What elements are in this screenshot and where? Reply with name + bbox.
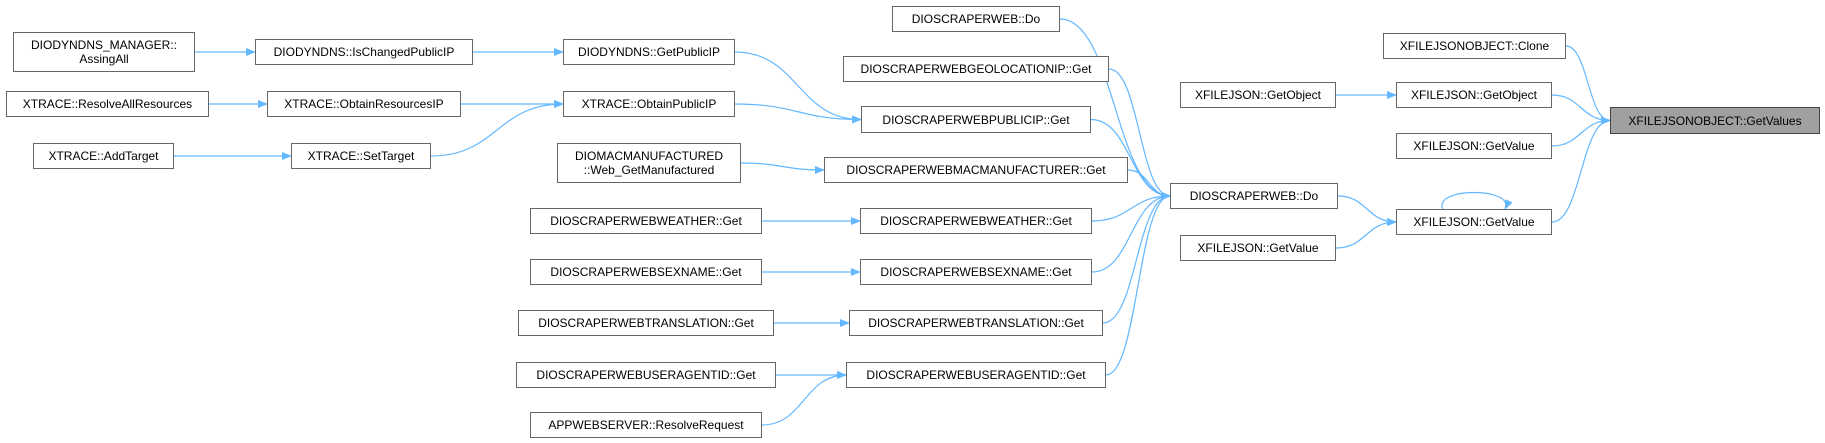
node-label: DIOSCRAPERWEBUSERAGENTID::Get [866, 368, 1086, 382]
call-edge [1105, 192, 1171, 376]
node-label: XTRACE::ObtainPublicIP [581, 97, 717, 111]
caller-node-xtrace-resolveallresources[interactable]: XTRACE::ResolveAllResources [6, 91, 209, 117]
node-label: DIOSCRAPERWEBMACMANUFACTURER::Get [846, 163, 1106, 177]
node-label: DIOSCRAPERWEBGEOLOCATIONIP::Get [860, 62, 1092, 76]
node-label: XTRACE::ResolveAllResources [22, 97, 193, 111]
call-edge [1091, 192, 1171, 222]
caller-node-appwebserver-resolverequest[interactable]: APPWEBSERVER::ResolveRequest [530, 412, 762, 438]
node-label: DIOSCRAPERWEBTRANSLATION::Get [538, 316, 754, 330]
call-edge [1127, 169, 1171, 200]
caller-node-dioscraperwebtranslation-get[interactable]: DIOSCRAPERWEBTRANSLATION::Get [849, 310, 1103, 336]
caller-node-xfilejsonobject-clone[interactable]: XFILEJSONOBJECT::Clone [1383, 33, 1566, 59]
call-edge [1102, 192, 1171, 324]
caller-node-xfilejson-getobject[interactable]: XFILEJSON::GetObject [1396, 82, 1552, 108]
caller-node-xtrace-addtarget[interactable]: XTRACE::AddTarget [33, 143, 174, 169]
node-label: XFILEJSON::GetObject [1410, 88, 1538, 102]
node-label-line-1: DIODYNDNS_MANAGER:: [30, 38, 178, 52]
node-label-line-2: ::Web_GetManufactured [583, 163, 715, 177]
call-edge [734, 103, 862, 124]
call-edge [1565, 45, 1611, 125]
caller-node-dioscraperwebsexname-get[interactable]: DIOSCRAPERWEBSEXNAME::Get [530, 259, 762, 285]
node-label: DIOSCRAPERWEBWEATHER::Get [880, 214, 1072, 228]
node-label: DIOSCRAPERWEBSEXNAME::Get [880, 265, 1072, 279]
caller-node-xtrace-obtainpublicip[interactable]: XTRACE::ObtainPublicIP [563, 91, 735, 117]
caller-node-dioscraperwebweather-get[interactable]: DIOSCRAPERWEBWEATHER::Get [860, 208, 1092, 234]
caller-node-xfilejson-getvalue[interactable]: XFILEJSON::GetValue [1180, 235, 1336, 261]
node-label: APPWEBSERVER::ResolveRequest [548, 418, 744, 432]
caller-node-dioscraperwebweather-get[interactable]: DIOSCRAPERWEBWEATHER::Get [530, 208, 762, 234]
node-label: XFILEJSON::GetValue [1413, 139, 1535, 153]
call-edge [1108, 68, 1171, 200]
caller-node-dioscraperwebgeolocationip-get[interactable]: DIOSCRAPERWEBGEOLOCATIONIP::Get [843, 56, 1109, 82]
node-label: DIOSCRAPERWEBWEATHER::Get [550, 214, 742, 228]
node-label: XTRACE::AddTarget [48, 149, 159, 163]
call-edge [1337, 195, 1397, 226]
caller-node-dioscraperwebtranslation-get[interactable]: DIOSCRAPERWEBTRANSLATION::Get [518, 310, 774, 336]
caller-node-dioscraperweb-do[interactable]: DIOSCRAPERWEB::Do [892, 6, 1060, 32]
node-label: DIOSCRAPERWEBTRANSLATION::Get [868, 316, 1084, 330]
call-edge [1335, 218, 1397, 249]
caller-node-xfilejson-getobject[interactable]: XFILEJSON::GetObject [1180, 82, 1336, 108]
call-edge [1551, 94, 1611, 125]
node-label: XFILEJSON::GetValue [1413, 215, 1535, 229]
node-label: DIOSCRAPERWEBUSERAGENTID::Get [536, 368, 756, 382]
node-label-line-2: AssingAll [79, 52, 129, 66]
node-label: DIOSCRAPERWEB::Do [911, 12, 1041, 26]
caller-node-diodyndns-manager-assingall[interactable]: DIODYNDNS_MANAGER:: AssingAll [13, 32, 195, 72]
caller-node-dioscraperwebpublicip-get[interactable]: DIOSCRAPERWEBPUBLICIP::Get [861, 106, 1091, 133]
caller-node-diodyndns-ischangedpublicip[interactable]: DIODYNDNS::IsChangedPublicIP [255, 39, 473, 65]
call-edge [740, 162, 825, 174]
call-edge [1441, 191, 1513, 210]
edge-group [173, 18, 1611, 426]
caller-node-xfilejson-getvalue[interactable]: XFILEJSON::GetValue [1396, 133, 1552, 159]
node-label: XFILEJSON::GetValue [1197, 241, 1319, 255]
caller-node-xtrace-settarget[interactable]: XTRACE::SetTarget [291, 143, 431, 169]
node-label: XTRACE::ObtainResourcesIP [284, 97, 444, 111]
caller-node-xfilejson-getvalue[interactable]: XFILEJSON::GetValue [1396, 209, 1552, 235]
node-label-line-1: DIOMACMANUFACTURED [574, 149, 723, 163]
call-edge [734, 51, 862, 124]
call-edge [1059, 18, 1171, 200]
call-edge [1091, 192, 1171, 273]
root-function-node: XFILEJSONOBJECT::GetValues [1610, 107, 1820, 134]
node-label: DIOSCRAPERWEBPUBLICIP::Get [882, 112, 1070, 127]
caller-node-diodyndns-getpublicip[interactable]: DIODYNDNS::GetPublicIP [563, 39, 735, 65]
node-label: XFILEJSONOBJECT::Clone [1399, 39, 1550, 53]
node-label: DIOSCRAPERWEB::Do [1189, 189, 1319, 203]
caller-node-dioscraperwebmacmanufacturer-get[interactable]: DIOSCRAPERWEBMACMANUFACTURER::Get [824, 157, 1128, 183]
node-label: XFILEJSON::GetObject [1194, 88, 1322, 102]
node-label: DIODYNDNS::IsChangedPublicIP [273, 45, 455, 59]
node-label: XFILEJSONOBJECT::GetValues [1628, 113, 1802, 128]
call-edge [1551, 116, 1611, 223]
caller-node-dioscraperwebsexname-get[interactable]: DIOSCRAPERWEBSEXNAME::Get [860, 259, 1092, 285]
node-label: DIOSCRAPERWEBSEXNAME::Get [550, 265, 742, 279]
node-label: XTRACE::SetTarget [307, 149, 415, 163]
caller-node-dioscraperweb-do[interactable]: DIOSCRAPERWEB::Do [1170, 183, 1338, 209]
caller-node-xtrace-obtainresourcesip[interactable]: XTRACE::ObtainResourcesIP [267, 91, 461, 117]
call-edge [430, 100, 564, 157]
node-label: DIODYNDNS::GetPublicIP [577, 45, 721, 59]
caller-node-dioscraperwebuseragentid-get[interactable]: DIOSCRAPERWEBUSERAGENTID::Get [516, 362, 776, 388]
caller-node-dioscraperwebuseragentid-get[interactable]: DIOSCRAPERWEBUSERAGENTID::Get [846, 362, 1106, 388]
call-edge [761, 371, 847, 426]
caller-node-diomacmanufactured-web-getmanufactured[interactable]: DIOMACMANUFACTURED ::Web_GetManufactured [557, 143, 741, 183]
